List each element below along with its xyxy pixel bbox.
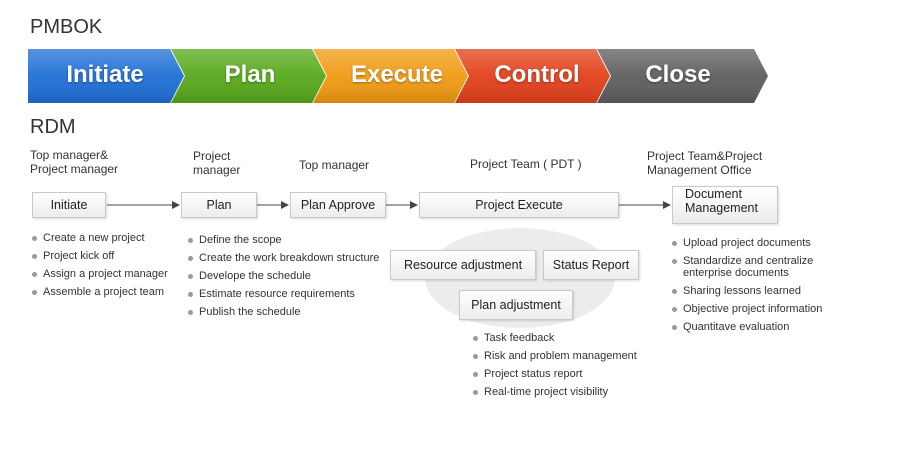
role-document-line1: Project Team&Project [647, 149, 763, 163]
list-item: Project status report [472, 368, 672, 380]
role-plan-line2: manager [193, 163, 241, 177]
box-document-line1: Document [685, 187, 742, 201]
phase-close-label: Close [645, 61, 711, 88]
list-item: Task feedback [472, 332, 672, 344]
list-item: Real-time project visibility [472, 386, 672, 398]
pmbok-phase-bar [28, 49, 768, 103]
role-execute: Project Team ( PDT ) [470, 157, 582, 171]
list-item: Develope the schedule [187, 270, 397, 282]
box-plan-approve: Plan Approve [290, 192, 386, 218]
role-document-line2: Management Office [647, 163, 752, 177]
list-item: Risk and problem management [472, 350, 672, 362]
box-initiate: Initiate [32, 192, 106, 218]
list-item: Create the work breakdown structure [187, 252, 397, 264]
list-item: Create a new project [31, 232, 181, 244]
role-document: Project Team&Project Management Office [647, 149, 762, 177]
box-plan-adjustment: Plan adjustment [459, 290, 573, 320]
phase-execute-label: Execute [350, 61, 444, 88]
list-item: Assemble a project team [31, 286, 181, 298]
role-initiate-line2: Project manager [30, 162, 119, 176]
initiate-bullet-list: Create a new project Project kick off As… [31, 232, 181, 304]
box-plan: Plan [181, 192, 257, 218]
list-item: Objective project information [671, 303, 831, 315]
phase-plan-label: Plan [224, 61, 276, 88]
plan-bullet-list: Define the scope Create the work breakdo… [187, 234, 397, 324]
role-initiate: Top manager& Project manager [30, 148, 118, 176]
execute-bullet-list: Task feedback Risk and problem managemen… [472, 332, 672, 404]
box-document-management: Document Management [672, 186, 778, 224]
box-project-execute: Project Execute [419, 192, 619, 218]
list-item: Define the scope [187, 234, 397, 246]
box-resource-adjustment: Resource adjustment [390, 250, 536, 280]
box-status-report: Status Report [543, 250, 639, 280]
box-document-line2: Management [685, 201, 758, 215]
phase-gloss [28, 49, 768, 103]
phase-control-label: Control [494, 61, 580, 88]
list-item: Upload project documents [671, 237, 831, 249]
list-item: Project kick off [31, 250, 181, 262]
phase-initiate-label: Initiate [66, 61, 144, 88]
role-approve: Top manager [299, 158, 370, 172]
role-plan: Project manager [193, 149, 240, 177]
list-item: Assign a project manager [31, 268, 181, 280]
list-item: Estimate resource requirements [187, 288, 397, 300]
list-item: Quantitave evaluation [671, 321, 831, 333]
list-item: Publish the schedule [187, 306, 397, 318]
pmbok-title: PMBOK [30, 16, 103, 38]
rdm-title: RDM [30, 116, 76, 138]
list-item: Sharing lessons learned [671, 285, 831, 297]
role-initiate-line1: Top manager& [30, 148, 109, 162]
role-plan-line1: Project [193, 149, 231, 163]
document-bullet-list: Upload project documents Standardize and… [671, 237, 831, 339]
list-item: Standardize and centralize enterprise do… [671, 255, 831, 279]
